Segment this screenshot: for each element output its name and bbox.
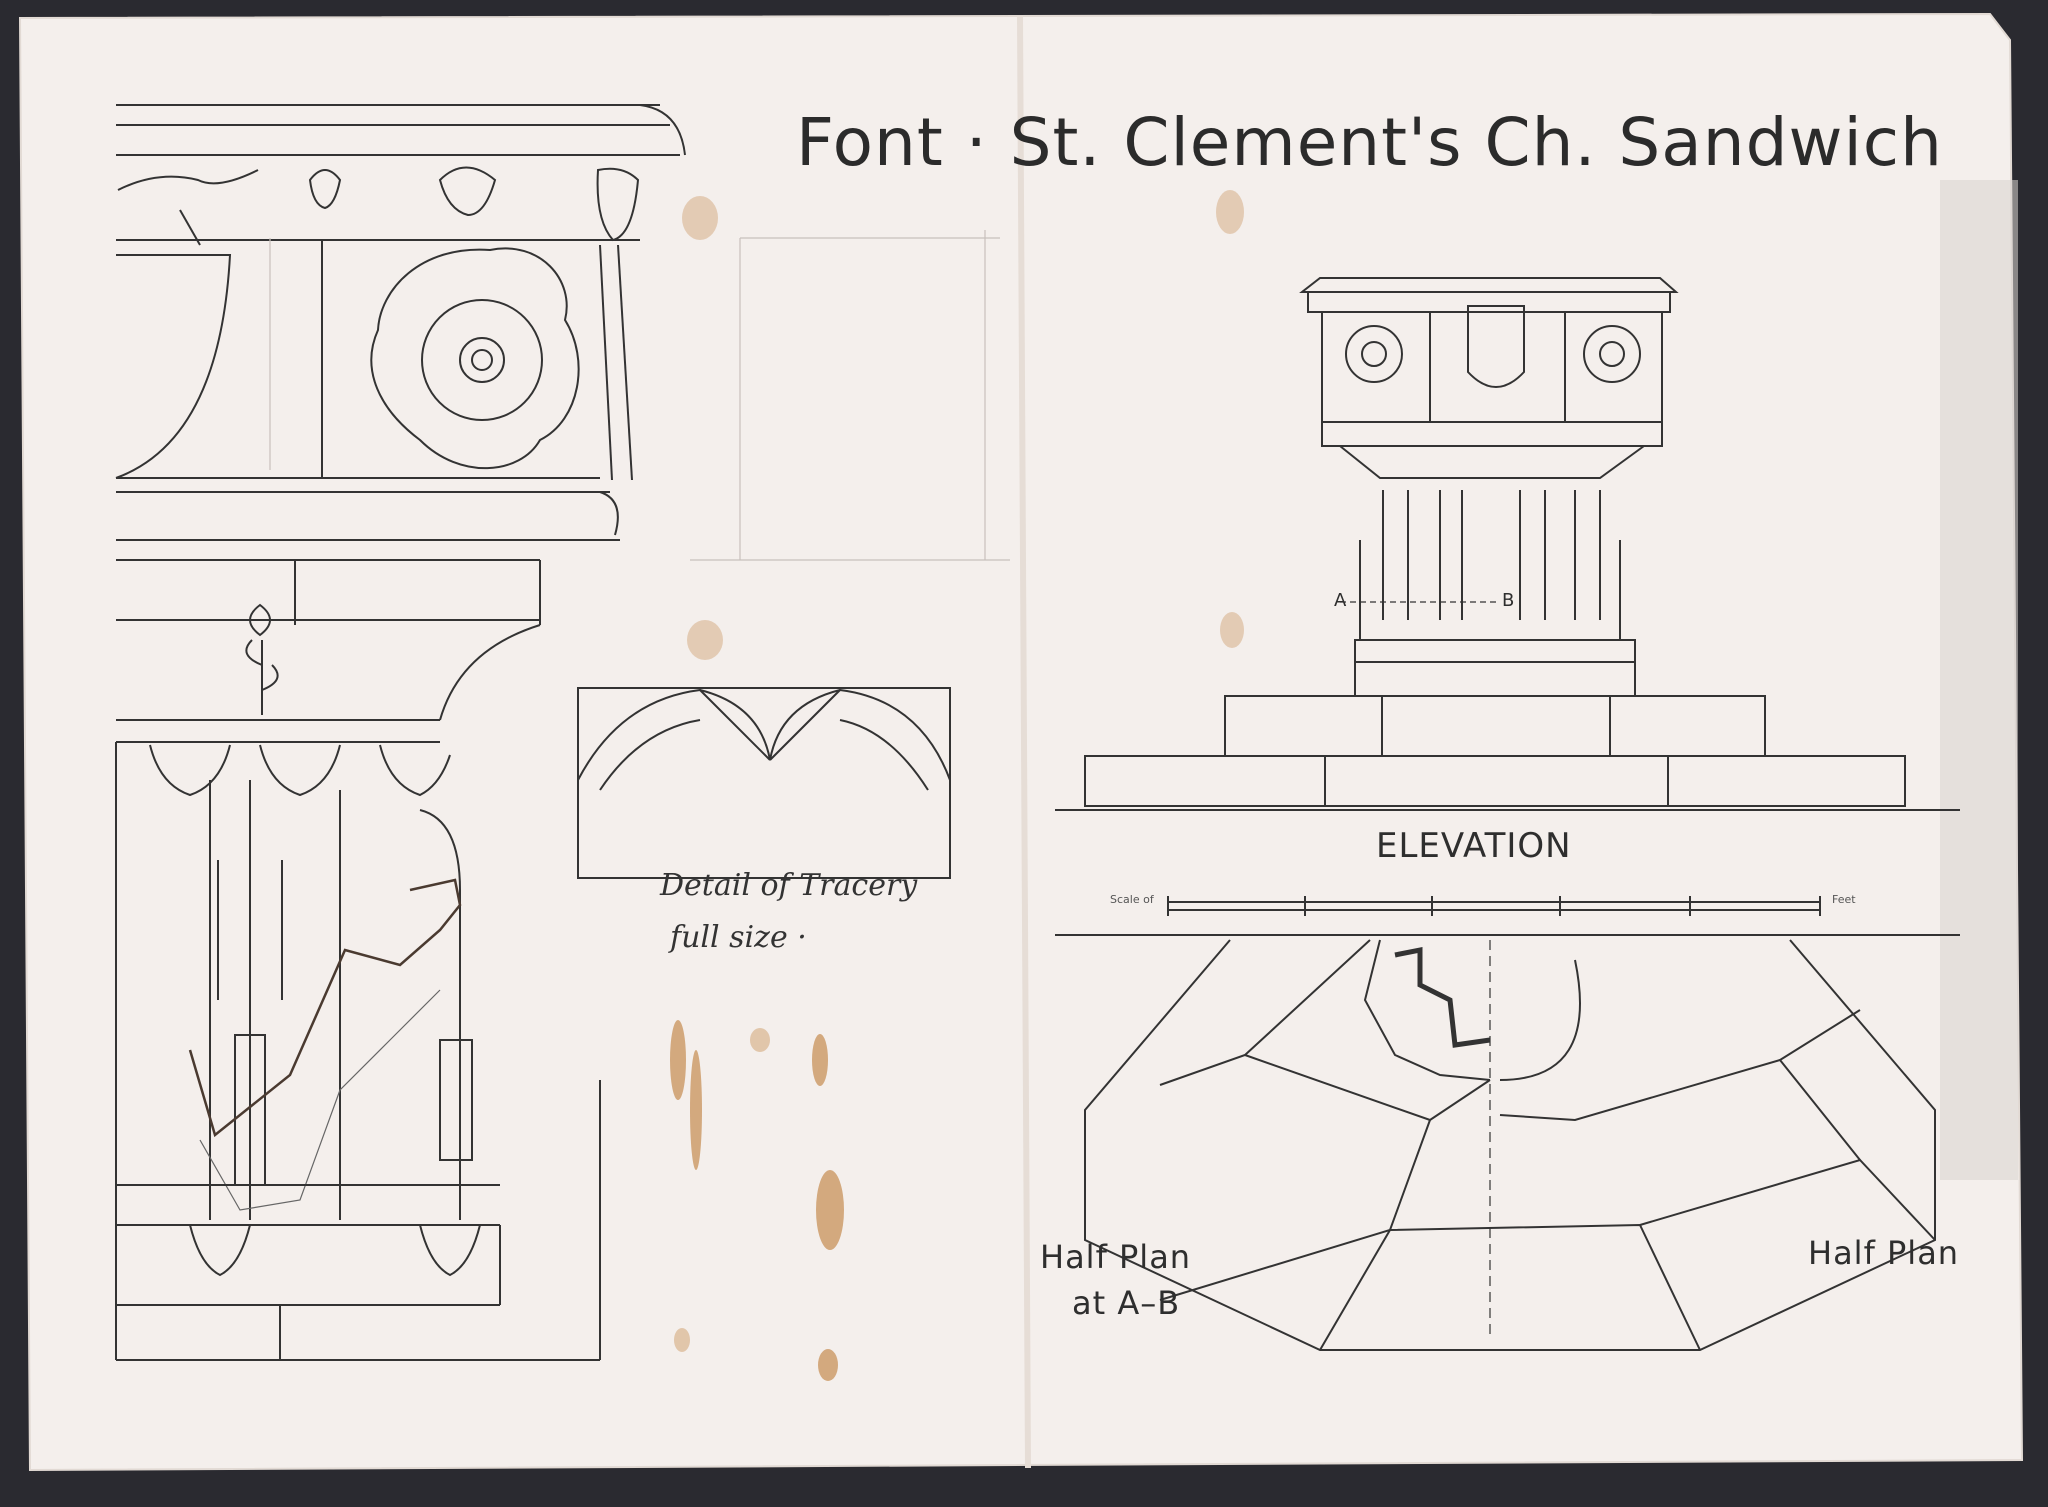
paper-stains [670, 190, 1244, 1381]
section-mark-a: A [1334, 590, 1348, 611]
title-separator: · [965, 104, 988, 181]
scale-label: Scale of [1110, 893, 1154, 906]
half-plan-ab-label: Half Plan [1040, 1238, 1192, 1276]
half-plan-ab-sublabel: at A–B [1072, 1284, 1181, 1322]
tracery-scale-note: full size · [670, 920, 807, 955]
paper-shadow [1940, 180, 2018, 1180]
scale-unit: Feet [1832, 893, 1856, 906]
elevation-label: ELEVATION [1376, 826, 1572, 866]
title-part-font: Font [796, 104, 944, 181]
title-part-church: St. Clement's Ch. Sandwich [1009, 104, 1943, 181]
center-fold [1017, 15, 1031, 1469]
section-mark-b: B [1502, 590, 1516, 611]
half-plan-label: Half Plan [1808, 1234, 1960, 1272]
drawing-title: Font · St. Clement's Ch. Sandwich [796, 104, 1943, 181]
ink-linework [115, 104, 1960, 1361]
tracery-detail-label: Detail of Tracery [660, 868, 918, 903]
